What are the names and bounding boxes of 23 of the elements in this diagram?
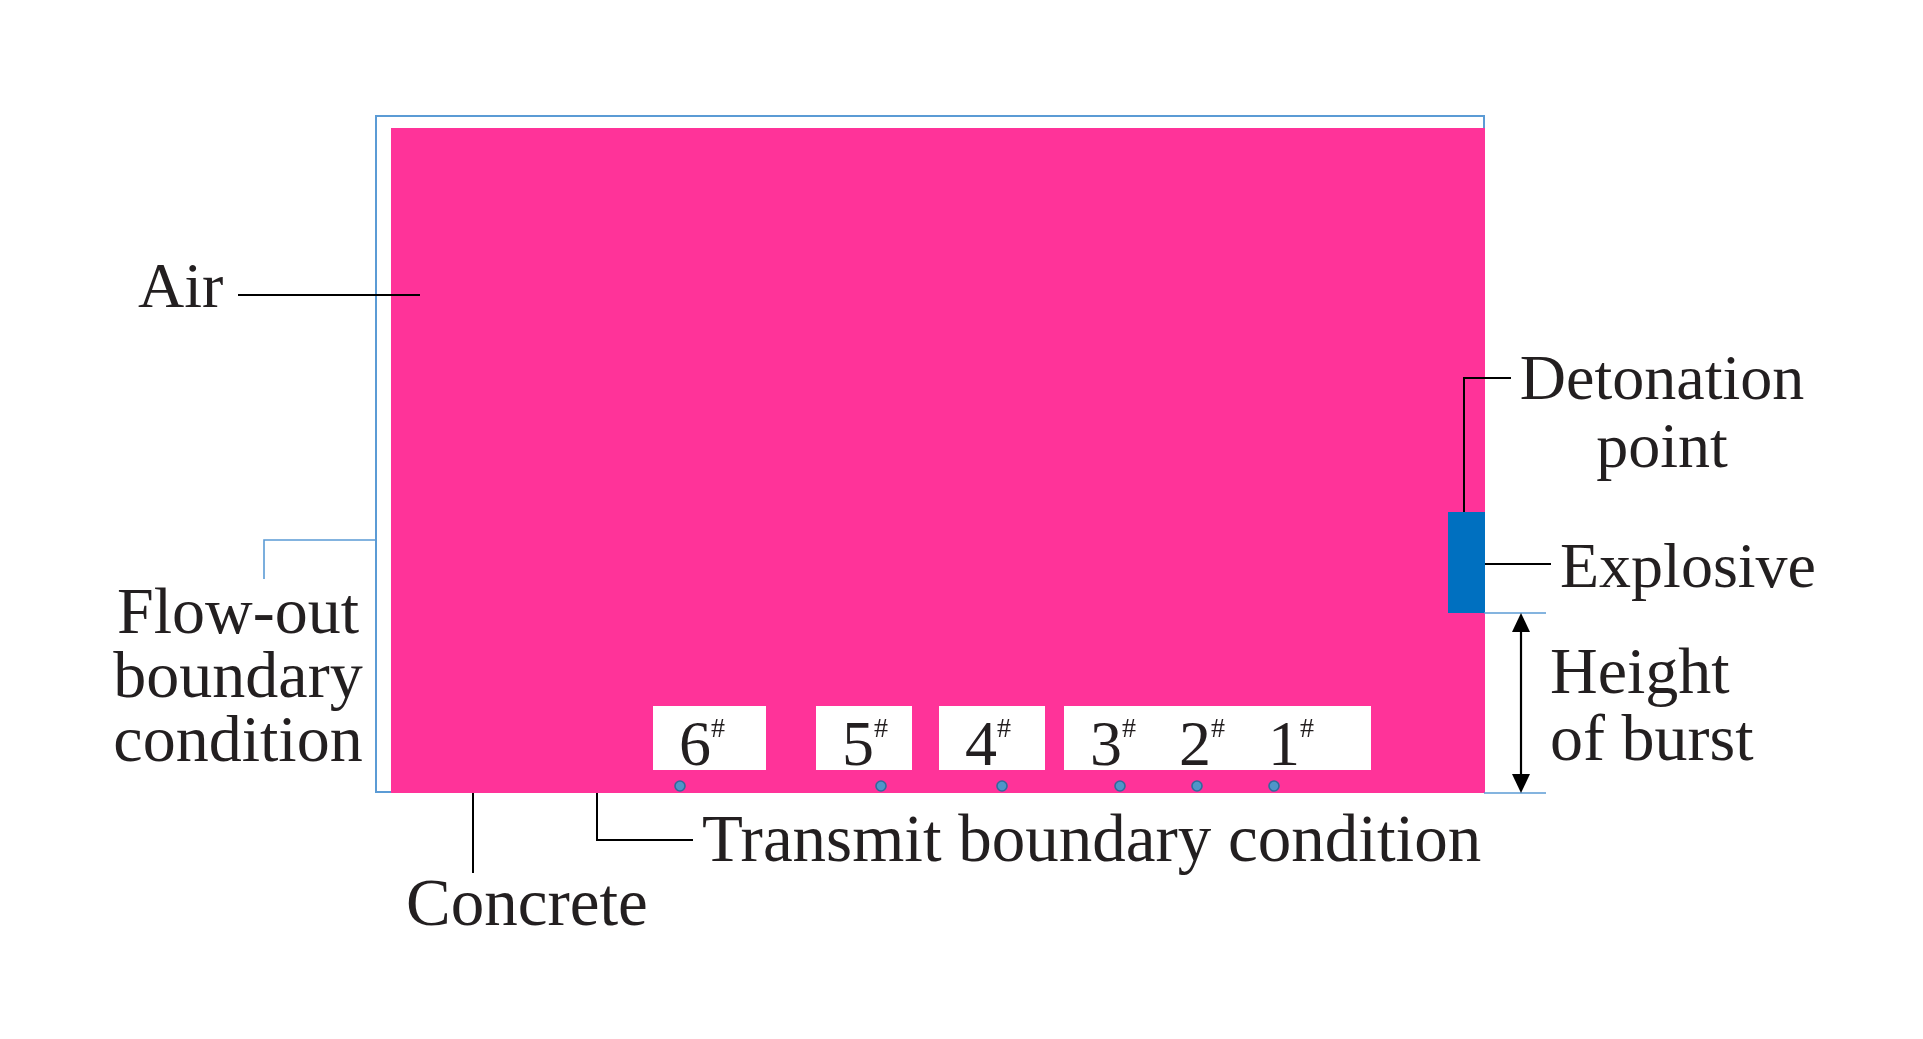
height-of-burst-label: Height of burst — [1550, 637, 1755, 771]
leader-line — [263, 539, 378, 580]
gauge-label-panel — [1064, 706, 1371, 770]
detonation-point-label: Detonation point — [1511, 344, 1813, 480]
concrete-label: Concrete — [406, 873, 648, 931]
leader-line — [1463, 377, 1512, 513]
gauge-label-panel — [816, 706, 912, 770]
gauge-number: 3$^{#}$ — [1090, 718, 1136, 770]
flow-out-boundary-label: Flow-out boundary condition — [102, 579, 374, 771]
explosive-label: Explosive — [1551, 532, 1816, 599]
leader-line — [472, 792, 474, 874]
gauge-number: 6$^{#}$ — [679, 718, 725, 770]
leader-line — [596, 792, 694, 841]
gauge-number: 1$^{#}$ — [1268, 718, 1314, 770]
gauge-label-panel — [653, 706, 766, 770]
leader-line — [1484, 563, 1552, 565]
gauge-number: 5$^{#}$ — [842, 718, 888, 770]
air-label: Air — [138, 252, 238, 319]
gauge-label-panel — [939, 706, 1045, 770]
gauge-number: 2$^{#}$ — [1179, 718, 1225, 770]
explosive-block — [1448, 512, 1485, 613]
leader-line — [237, 294, 421, 296]
gauge-number: 4$^{#}$ — [965, 718, 1011, 770]
